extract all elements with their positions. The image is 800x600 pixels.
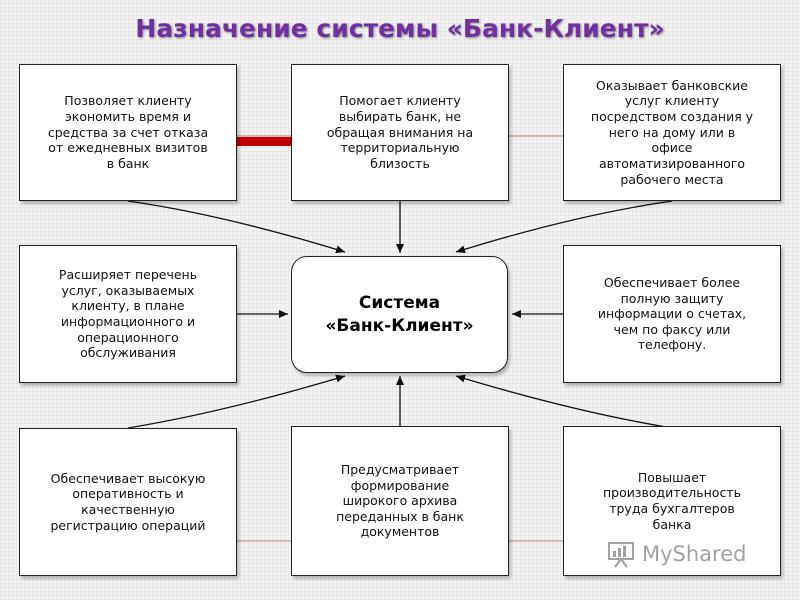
box-mid-right: Обеспечивает более полную защиту информа… [563, 245, 781, 383]
arrow-bottom-left [127, 374, 346, 429]
page-title: Назначение системы «Банк-Клиент» [135, 14, 665, 43]
watermark: MyShared [606, 536, 776, 572]
presentation-icon [608, 542, 634, 568]
arrow-top-left [127, 200, 346, 254]
box-bottom-center: Предусматривает формирование широкого ар… [291, 426, 509, 576]
arrow-bottom-right [455, 374, 673, 429]
accent-bar [237, 137, 291, 146]
box-mid-left: Расширяет перечень услуг, оказываемых кл… [19, 245, 237, 383]
box-top-left: Позволяет клиенту экономить время и сред… [19, 64, 237, 201]
box-bottom-left: Обеспечивает высокую оперативность и кач… [19, 428, 237, 576]
arrow-top-right [455, 200, 673, 254]
box-top-right: Оказывает банковские услуг клиенту посре… [563, 64, 781, 201]
center-box-system: Система «Банк-Клиент» [291, 256, 508, 373]
box-bottom-right: Повышает производительность труда бухгал… [563, 426, 781, 576]
watermark-text: MyShared [642, 542, 747, 566]
box-top-center: Помогает клиенту выбирать банк, не обращ… [291, 64, 509, 201]
